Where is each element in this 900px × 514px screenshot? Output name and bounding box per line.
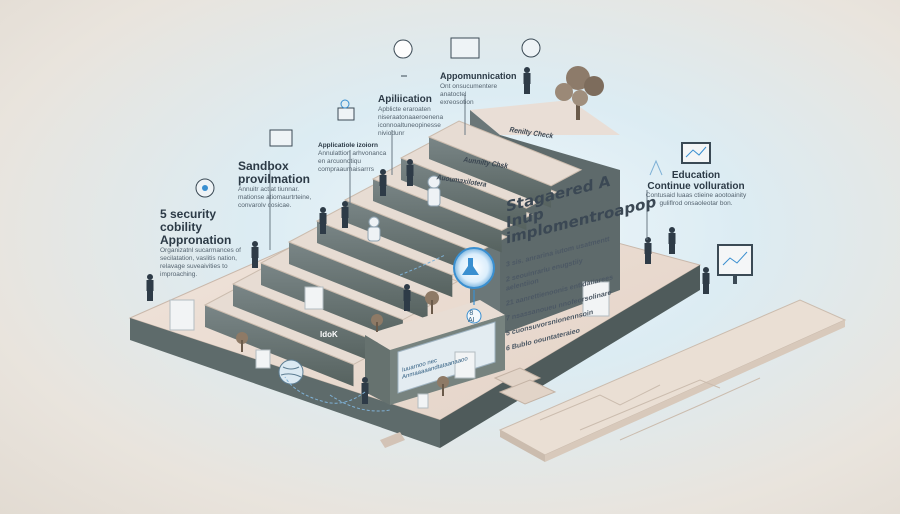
label-communication-desc: Ont onsucumentere anatoctel exreosotion (440, 83, 498, 106)
label-connectors (269, 95, 648, 250)
label-education-desc: Contusaid luaas ctieine aootoainity guli… (645, 192, 747, 207)
label-application: Apiliication Apblicte eraroaten niseraat… (378, 93, 478, 138)
monitors (681, 142, 753, 284)
label-communication: Appomunnication Ont onsucumentere anatoc… (440, 70, 560, 107)
top-icons (195, 37, 663, 198)
stair-step (427, 120, 583, 208)
label-applicatiole-title: Applicatiole izoiorn (318, 142, 378, 149)
robots (367, 175, 441, 242)
label-education: Education Continue volluration Contusaid… (626, 170, 766, 208)
label-security-title: 5 security cobility Appronation (160, 207, 232, 247)
person-figure (406, 159, 414, 186)
bushes (236, 291, 449, 396)
label-sandbox: Sandbox provilmation Annuitr actiat tiun… (238, 160, 338, 210)
flow-lines (284, 254, 446, 412)
server-stacks (169, 281, 610, 409)
tree (555, 66, 604, 120)
person-figure (644, 237, 652, 264)
person-figure (702, 267, 710, 294)
ai-orb (453, 247, 495, 324)
label-application-desc: Apblicte eraroaten niseraatonaaeroenena … (378, 106, 444, 137)
platform-badge: IdoK (320, 330, 338, 339)
label-education-title: Education Continue volluration (647, 170, 745, 192)
label-security-desc: Organizatnl sucarmances of secilatation,… (160, 247, 241, 278)
person-figure (341, 201, 349, 228)
person-figure (403, 284, 411, 311)
person-figure (251, 241, 259, 268)
ai-label: 8 AI (468, 310, 475, 324)
person-figure (379, 169, 387, 196)
person-figure (523, 67, 531, 94)
label-communication-title: Appomunnication (440, 71, 517, 81)
label-applicatiole-desc: Annulattion arhvonanca en arcuonotiqu co… (318, 150, 387, 173)
person-figure (319, 207, 327, 234)
person-figure (361, 377, 369, 404)
tower-sign: Stagaered A Inup implomentroapop 3 sis. … (506, 171, 656, 359)
people (146, 67, 710, 404)
label-sandbox-desc: Annuitr actiat tiunnar. mationse atiomau… (238, 186, 312, 209)
label-applicatiole: Applicatiole izoiorn Annulattion arhvona… (318, 142, 408, 174)
person-figure (146, 274, 154, 301)
label-security: 5 security cobility Appronation Organiza… (160, 208, 270, 279)
floor-walkway (498, 299, 847, 462)
label-application-title: Apiliication (378, 94, 432, 105)
person-figure (668, 227, 676, 254)
label-sandbox-title: Sandbox provilmation (238, 159, 311, 186)
globe-icon (278, 359, 304, 385)
stairs-walkway (493, 367, 557, 405)
